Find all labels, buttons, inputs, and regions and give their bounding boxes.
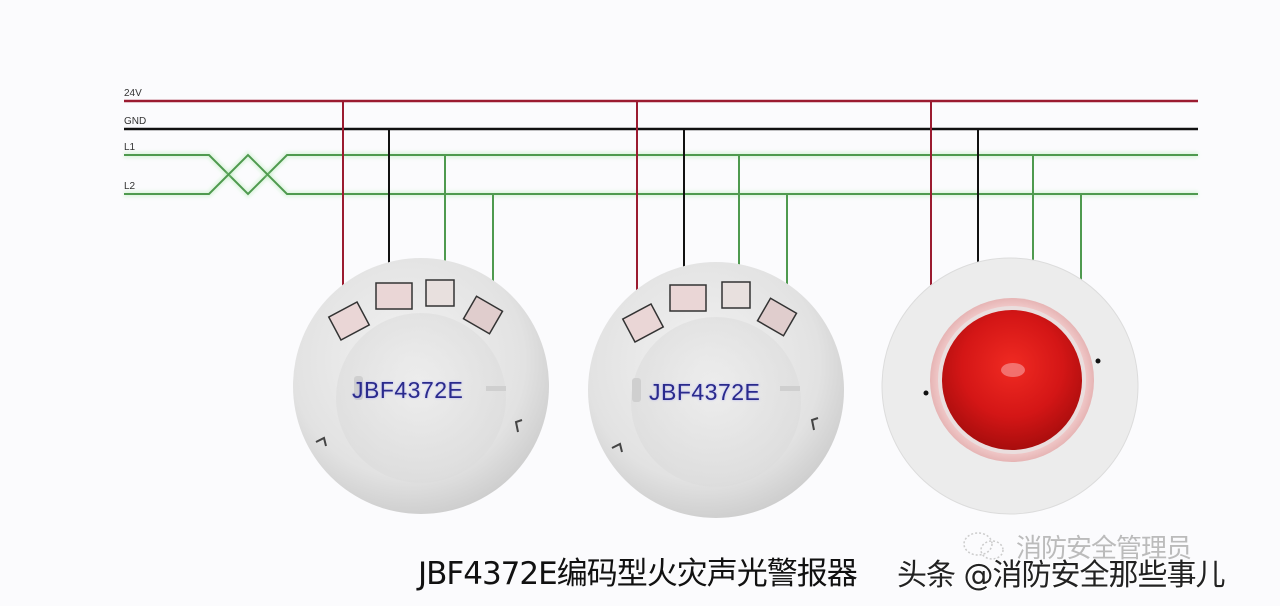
device-1-terminals <box>327 279 504 342</box>
bus-label-24v: 24V <box>124 88 142 99</box>
red-lamp-dome <box>942 310 1082 450</box>
diagram-caption: JBF4372E编码型火灾声光警报器 <box>418 556 858 592</box>
bus-label-l2: L2 <box>124 181 136 192</box>
bus-l2-line <box>124 150 1198 197</box>
device-2-sounder-base <box>588 101 844 518</box>
bus-lines <box>124 99 1198 199</box>
bus-l1-line <box>124 152 1198 199</box>
watermark-account-name: 消防安全管理员 <box>1016 534 1192 564</box>
device-1-sounder-base <box>293 101 549 514</box>
device-2-terminals <box>621 281 798 344</box>
device-3-strobe-lamp <box>881 101 1139 515</box>
device-1-model-label: JBF4372E <box>352 377 464 403</box>
bus-label-l1: L1 <box>124 142 136 153</box>
device-2-model-label: JBF4372E <box>649 379 761 405</box>
watermark-source: 头条 @消防安全那些事儿 <box>897 558 1226 593</box>
wechat-icon <box>963 532 1004 560</box>
bus-label-gnd: GND <box>124 116 147 127</box>
